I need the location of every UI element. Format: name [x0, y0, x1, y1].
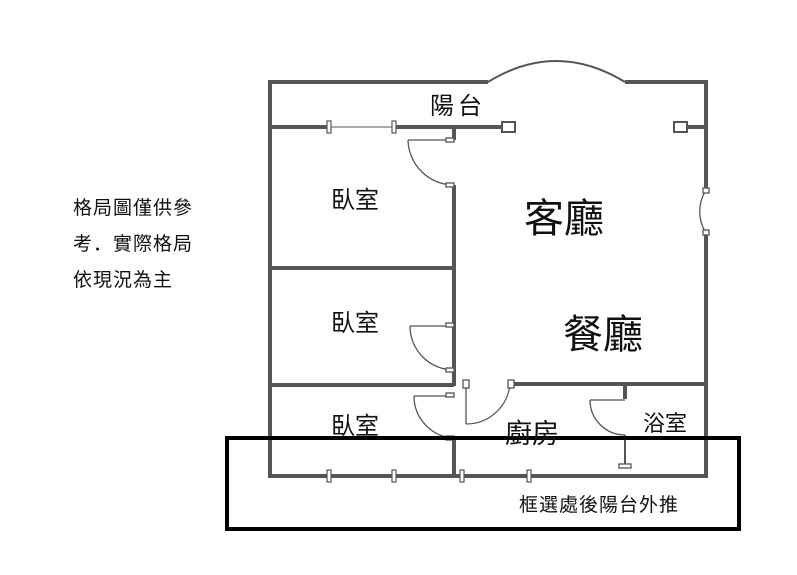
room-label-bedroom-2: 臥室: [331, 309, 379, 337]
balcony-bay-arc: [487, 60, 626, 83]
room-label-bedroom-1: 臥室: [331, 186, 379, 214]
room-label-living-room: 客廳: [524, 196, 604, 242]
note-line-1: 格局圖僅供參: [73, 197, 194, 219]
disclaimer-note: 格局圖僅供參 考．實際格局 依現況為主: [73, 190, 193, 298]
note-line-2: 考．實際格局: [73, 233, 194, 255]
inner-walls: [270, 125, 706, 476]
room-label-bathroom: 浴室: [643, 412, 688, 437]
room-label-bedroom-3: 臥室: [331, 412, 379, 440]
room-label-kitchen: 廚房: [505, 419, 559, 450]
room-label-dining-room: 餐廳: [563, 312, 643, 358]
room-label-balcony: 陽台: [430, 92, 486, 120]
note-line-3: 依現況為主: [73, 269, 174, 291]
highlight-caption: 框選處後陽台外推: [519, 494, 680, 516]
highlight-box: [225, 436, 741, 531]
windows: [326, 120, 688, 483]
